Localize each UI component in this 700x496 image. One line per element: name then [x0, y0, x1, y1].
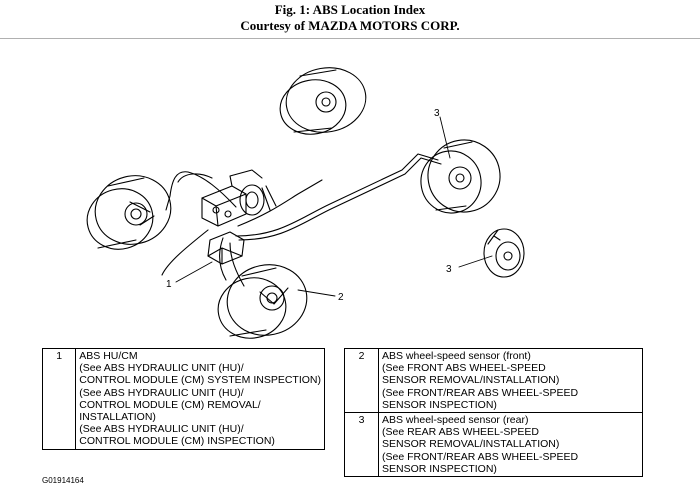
rear-right-wheel	[420, 139, 501, 214]
legend-line: CONTROL MODULE (CM) REMOVAL/	[79, 398, 261, 411]
legend-number-3: 3	[344, 412, 379, 478]
brake-lines	[161, 153, 442, 287]
leader-lines	[175, 116, 493, 297]
legend-line: (See ABS HYDRAULIC UNIT (HU)/	[79, 386, 244, 399]
legend-line: SENSOR INSPECTION)	[382, 462, 497, 475]
header-divider	[0, 38, 700, 39]
legend-line: (See REAR ABS WHEEL-SPEED	[382, 426, 539, 439]
legend-line: (See FRONT/REAR ABS WHEEL-SPEED	[382, 386, 579, 399]
figure-title: Fig. 1: ABS Location Index	[274, 2, 426, 17]
legend-line: INSTALLATION)	[79, 411, 156, 424]
figure-courtesy: Courtesy of MAZDA MOTORS CORP.	[240, 18, 460, 33]
legend-line: CONTROL MODULE (CM) INSPECTION)	[79, 435, 275, 448]
legend-line: (See ABS HYDRAULIC UNIT (HU)/	[79, 423, 244, 436]
front-right-wheel	[217, 264, 308, 339]
front-left-wheel	[86, 175, 172, 250]
legend-description-1: ABS HU/CM (See ABS HYDRAULIC UNIT (HU)/ …	[75, 348, 325, 450]
figure-code: G01914164	[42, 476, 84, 485]
legend-table-right: 2 ABS wheel-speed sensor (front) (See FR…	[344, 347, 643, 478]
legend-line: SENSOR REMOVAL/INSTALLATION)	[382, 438, 560, 451]
legend-line: ABS HU/CM	[79, 350, 138, 362]
legend-line: (See FRONT ABS WHEEL-SPEED	[382, 362, 546, 375]
callout-1: 1	[166, 279, 172, 290]
rear-sensor-detail	[483, 228, 525, 278]
abs-location-diagram: 1 2 3 3	[86, 67, 525, 339]
legend-description-2: ABS wheel-speed sensor (front) (See FRON…	[378, 347, 643, 414]
legend-line: (See ABS HYDRAULIC UNIT (HU)/	[79, 362, 244, 375]
legend-line: SENSOR INSPECTION)	[382, 398, 497, 411]
legend-description-3: ABS wheel-speed sensor (rear) (See REAR …	[378, 412, 643, 478]
legend-line: CONTROL MODULE (CM) SYSTEM INSPECTION)	[79, 374, 321, 387]
legend-table-left: 1 ABS HU/CM (See ABS HYDRAULIC UNIT (HU)…	[41, 348, 325, 450]
legend-row-2: 2 ABS wheel-speed sensor (front) (See FR…	[344, 347, 643, 414]
legend-number-1: 1	[41, 348, 77, 450]
legend-line: SENSOR REMOVAL/INSTALLATION)	[382, 374, 560, 387]
abs-hydraulic-unit	[201, 169, 277, 265]
rear-left-wheel	[279, 67, 367, 135]
callout-3-detail: 3	[446, 264, 452, 275]
legend-row-1: 1 ABS HU/CM (See ABS HYDRAULIC UNIT (HU)…	[41, 348, 325, 450]
callout-3-rear-wheel: 3	[434, 108, 440, 119]
legend-number-2: 2	[344, 347, 379, 414]
legend-line: (See FRONT/REAR ABS WHEEL-SPEED	[382, 450, 579, 463]
legend-row-3: 3 ABS wheel-speed sensor (rear) (See REA…	[344, 412, 643, 478]
legend-line: ABS wheel-speed sensor (front)	[382, 350, 531, 362]
legend-line: ABS wheel-speed sensor (rear)	[382, 414, 529, 427]
callout-2: 2	[338, 292, 344, 303]
